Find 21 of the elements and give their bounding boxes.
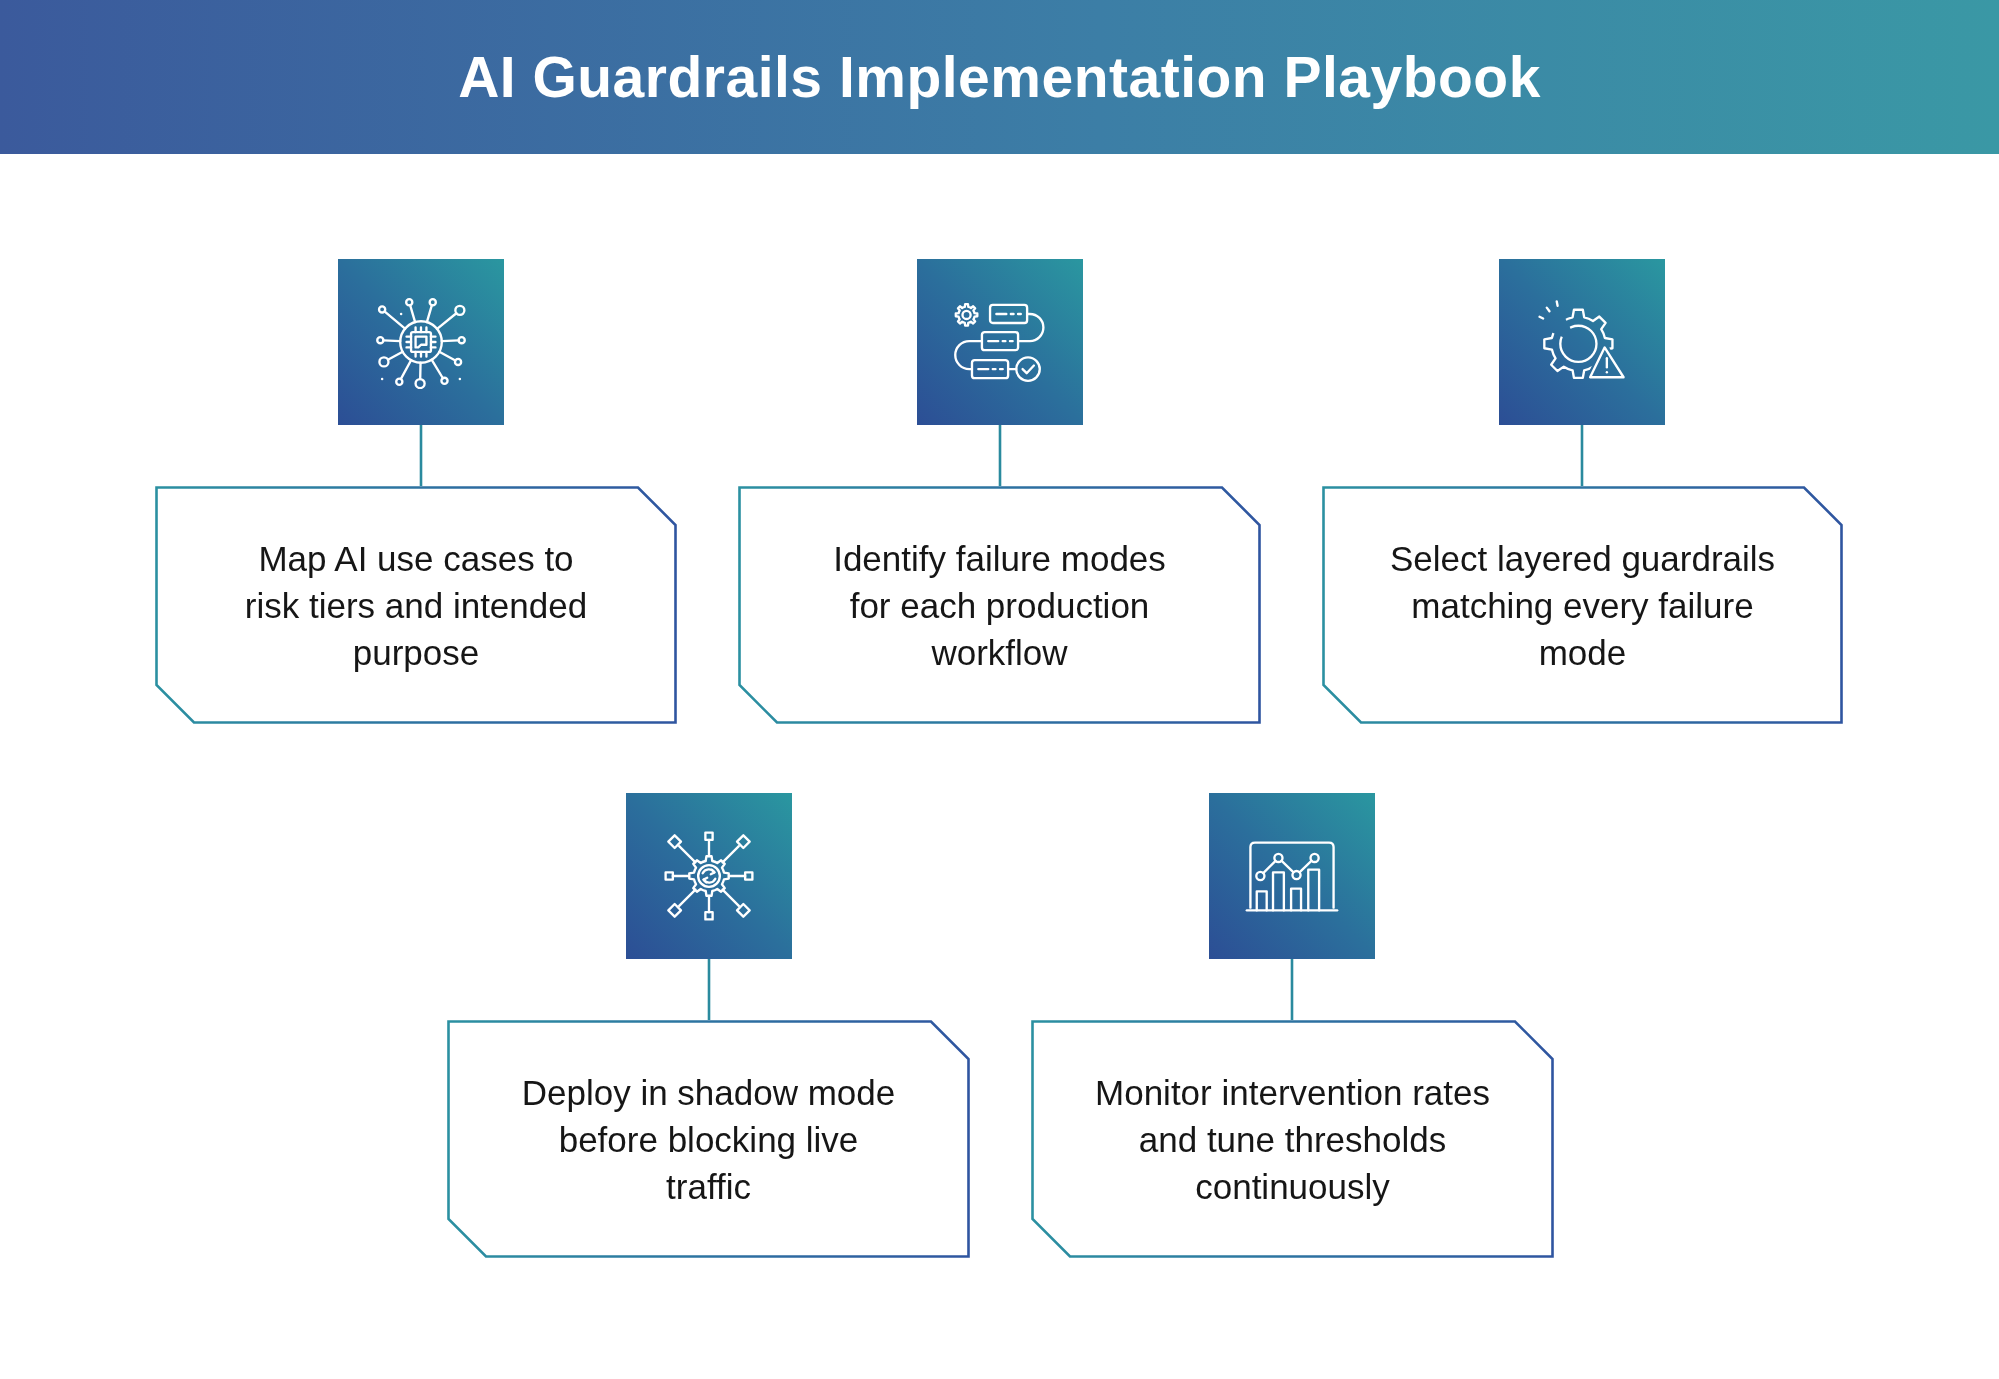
step-text: Select layered guardrails matching every failure mode — [1388, 537, 1777, 674]
icon-tile — [917, 259, 1083, 425]
icon-tile — [626, 793, 792, 959]
icon-tile — [1209, 793, 1375, 959]
connector-line — [1580, 425, 1584, 486]
step-card — [155, 486, 677, 724]
title: AI Guardrails Implementation Playbook — [458, 43, 1541, 111]
step-card — [1322, 486, 1843, 724]
step-text: Map AI use cases to risk tiers and intended purpose — [243, 537, 589, 674]
step-card — [447, 1020, 970, 1258]
step-text: Monitor intervention rates and tune thresholds continuously — [1094, 1071, 1491, 1208]
step-card — [1031, 1020, 1554, 1258]
connector-line — [998, 425, 1002, 486]
step-text: Deploy in shadow mode before blocking live traffic — [520, 1071, 897, 1208]
connector-line — [419, 425, 423, 486]
icon-tile — [338, 259, 504, 425]
step-text: Identify failure modes for each production workflow — [832, 537, 1167, 674]
connector-line — [707, 959, 711, 1020]
icon-tile — [1499, 259, 1665, 425]
step-card — [738, 486, 1261, 724]
connector-line — [1290, 959, 1294, 1020]
